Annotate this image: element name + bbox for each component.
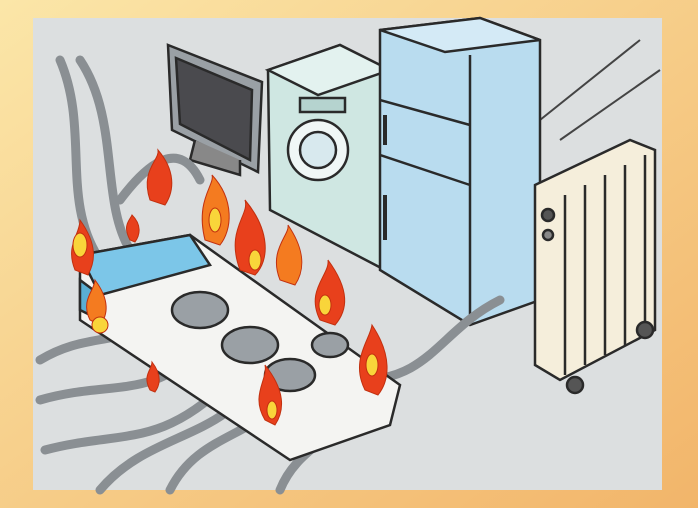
wall-line xyxy=(539,39,661,141)
television xyxy=(166,43,264,177)
flame xyxy=(146,148,173,206)
flame xyxy=(126,214,140,243)
power-strip xyxy=(78,233,402,462)
refrigerator xyxy=(378,16,542,327)
oil-heater xyxy=(533,138,657,395)
flame xyxy=(275,224,303,286)
flame xyxy=(146,360,160,393)
flames xyxy=(71,148,388,426)
washing-machine xyxy=(264,43,394,273)
